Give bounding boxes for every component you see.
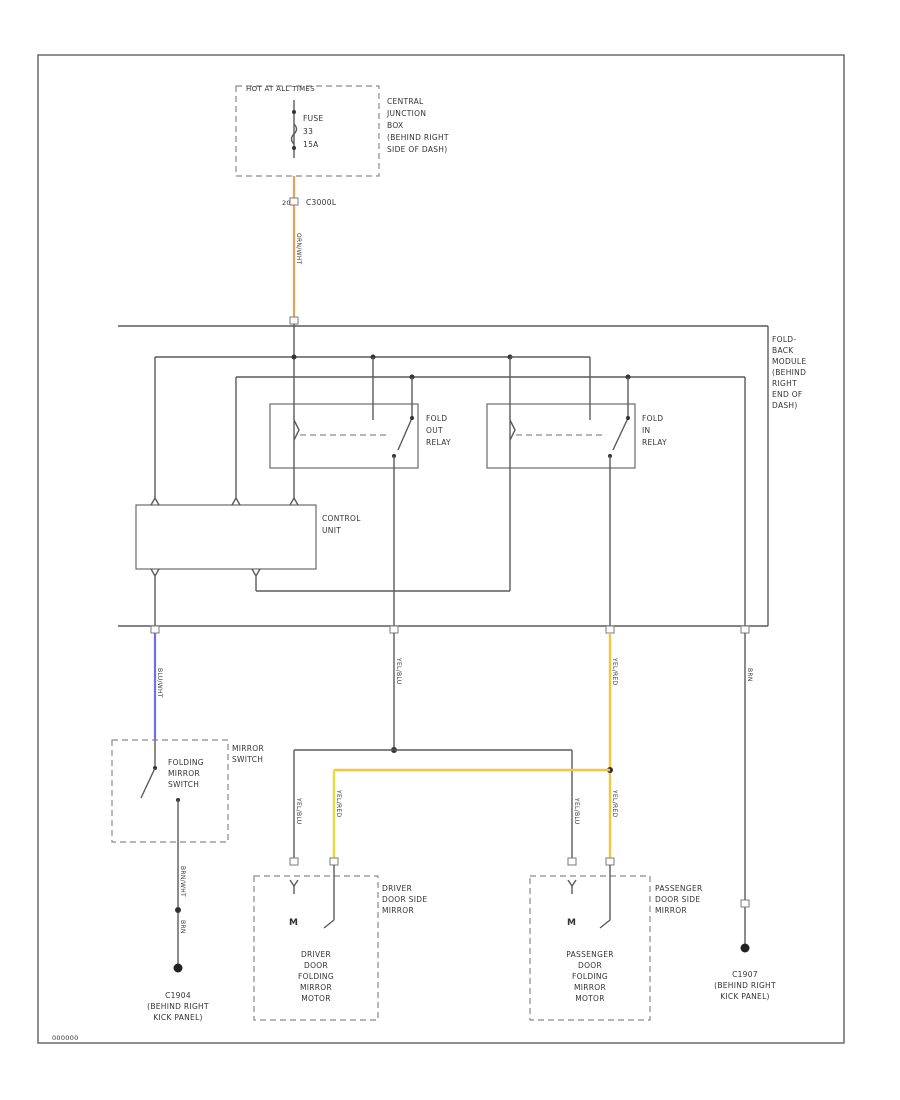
label-line: FOLD: [426, 414, 447, 423]
label-line: DASH): [772, 401, 798, 410]
folding-mirror-switch-label: FOLDING MIRROR SWITCH: [168, 758, 204, 789]
label-line: (BEHIND RIGHT: [387, 133, 449, 142]
label-line: (BEHIND RIGHT: [147, 1002, 209, 1011]
label-line: FOLDING: [572, 972, 608, 981]
ground-left-point: [173, 963, 183, 973]
passenger-motor-label: PASSENGER DOOR FOLDING MIRROR MOTOR: [566, 950, 614, 1003]
label-line: MIRROR: [655, 906, 687, 915]
label-line: (BEHIND: [772, 368, 806, 377]
label-line: MOTOR: [301, 994, 331, 1003]
label-line: C1907: [732, 970, 758, 979]
label-line: FOLD-: [772, 335, 796, 344]
ground-left-label: C1904 (BEHIND RIGHT KICK PANEL): [147, 991, 209, 1022]
label-line: IN: [642, 426, 650, 435]
fuse-box-header: HOT AT ALL TIMES: [246, 85, 315, 93]
label-line: KICK PANEL): [153, 1013, 203, 1022]
wire-label-driver-b: YEL/RED: [335, 789, 342, 818]
label-line: FOLDING: [168, 758, 204, 767]
wire-label-feed: ORN/WHT: [295, 233, 302, 265]
label-line: PASSENGER: [566, 950, 614, 959]
wire-label-ground-right: BRN: [746, 668, 753, 682]
label-line: BACK: [772, 346, 794, 355]
wire-label-passenger-b: YEL/RED: [611, 789, 618, 818]
passenger-door-side-mirror: M PASSENGER DOOR SIDE MIRROR PASSENGER DOOR…: [529, 865, 703, 1021]
label-line: END OF: [772, 390, 803, 399]
passenger-mirror-label: PASSENGER DOOR SIDE MIRROR: [655, 884, 703, 915]
label-line: RELAY: [426, 438, 451, 447]
label-line: RIGHT: [772, 379, 797, 388]
figure-id: 000000: [52, 1034, 79, 1042]
fuse-box: HOT AT ALL TIMES FUSE 33 15A CENTRAL JUNC…: [235, 85, 449, 177]
wire-label-switch-signal: BLU/WHT: [156, 668, 163, 698]
mirror-switch-label: MIRROR SWITCH: [232, 744, 264, 764]
passenger-mirror-outline: [529, 875, 651, 1021]
driver-door-side-mirror: M DRIVER DOOR SIDE MIRROR DRIVER DOOR FOLDIN…: [253, 865, 427, 1021]
driver-motor-label: DRIVER DOOR FOLDING MIRROR MOTOR: [298, 950, 334, 1003]
fuse-name: FUSE: [303, 114, 324, 123]
driver-mirror-outline: [253, 875, 379, 1021]
driver-mirror-label: DRIVER DOOR SIDE MIRROR: [382, 884, 427, 915]
fold-out-relay-label: FOLD OUT RELAY: [426, 414, 451, 447]
fuse-number: 33: [303, 127, 313, 136]
connector-pin: 20: [282, 199, 291, 207]
label-line: DOOR SIDE: [655, 895, 700, 904]
junction-box-outline: [235, 85, 380, 177]
label-line: DRIVER: [301, 950, 331, 959]
label-line: C1904: [165, 991, 191, 1000]
label-line: DRIVER: [382, 884, 412, 893]
label-line: FOLDING: [298, 972, 334, 981]
label-line: SWITCH: [232, 755, 263, 764]
control-unit: [135, 504, 317, 570]
label-line: MIRROR: [574, 983, 606, 992]
label-line: SIDE OF DASH): [387, 145, 447, 154]
label-line: FOLD: [642, 414, 663, 423]
label-line: (BEHIND RIGHT: [714, 981, 776, 990]
fold-back-module: FOLD- BACK MODULE (BEHIND RIGHT END OF DASH): [118, 324, 806, 627]
fuse-rating: 15A: [303, 140, 319, 149]
label-line: JUNCTION: [386, 109, 426, 118]
label-line: PASSENGER: [655, 884, 703, 893]
junction-box-location: CENTRAL JUNCTION BOX (BEHIND RIGHT SIDE OF D…: [386, 97, 449, 154]
wire-label-relay-in: YEL/RED: [611, 657, 618, 686]
fold-in-relay-label: FOLD IN RELAY: [642, 414, 667, 447]
label-line: BOX: [387, 121, 403, 130]
label-line: DOOR: [304, 961, 328, 970]
label-line: MIRROR: [382, 906, 414, 915]
wire-label-switch-ground-b: BRN: [179, 920, 186, 934]
connector-label: C3000L: [306, 198, 337, 207]
label-line: CENTRAL: [387, 97, 424, 106]
label-line: KICK PANEL): [720, 992, 770, 1001]
wire-label-passenger-a: YEL/BLU: [573, 797, 580, 824]
label-line: RELAY: [642, 438, 667, 447]
fold-out-relay: [269, 403, 419, 469]
wire-label-relay-out: YEL/BLU: [395, 657, 402, 684]
label-line: UNIT: [322, 526, 341, 535]
label-line: CONTROL: [322, 514, 361, 523]
label-line: MIRROR: [232, 744, 264, 753]
ground-right-point: [740, 943, 750, 953]
label-line: MOTOR: [575, 994, 605, 1003]
label-line: DOOR SIDE: [382, 895, 427, 904]
fold-in-relay: [486, 403, 636, 469]
wire-label-driver-a: YEL/BLU: [295, 797, 302, 824]
mirror-switch-outline: [111, 739, 229, 843]
motor-symbol: M: [567, 918, 576, 928]
ground-right-label: C1907 (BEHIND RIGHT KICK PANEL): [714, 970, 776, 1001]
label-line: MODULE: [772, 357, 806, 366]
label-line: MIRROR: [168, 769, 200, 778]
diagram-frame: [37, 54, 845, 1044]
wire-label-switch-ground-a: BRN/WHT: [179, 866, 186, 897]
control-unit-label: CONTROL UNIT: [322, 514, 361, 535]
module-label: FOLD- BACK MODULE (BEHIND RIGHT END OF DASH): [772, 335, 806, 410]
label-line: DOOR: [578, 961, 602, 970]
label-line: MIRROR: [300, 983, 332, 992]
label-line: SWITCH: [168, 780, 199, 789]
label-line: OUT: [426, 426, 443, 435]
motor-symbol: M: [289, 918, 298, 928]
mirror-switch: MIRROR SWITCH FOLDING MIRROR SWITCH: [111, 739, 264, 843]
